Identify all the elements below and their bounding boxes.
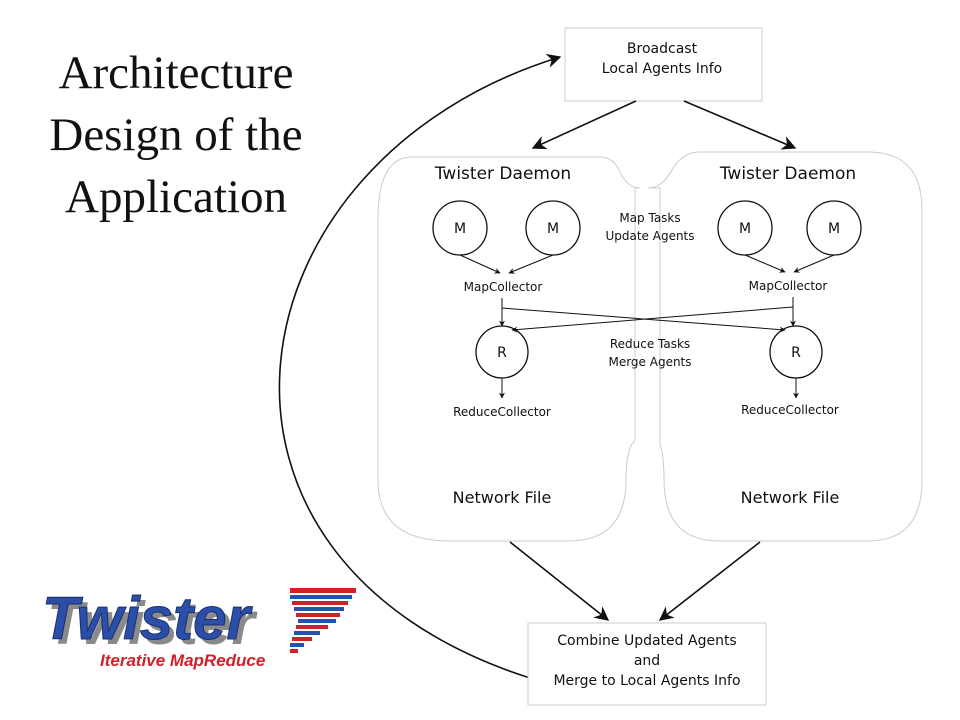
tornado-icon bbox=[290, 588, 356, 653]
broadcast-to-right-arrow bbox=[683, 100, 797, 150]
local-agents-info-label: Local Agents Info bbox=[602, 61, 722, 77]
map-to-collector-arrow bbox=[744, 254, 786, 273]
slide-title: Architecture Design of the Application bbox=[20, 42, 332, 228]
right-network-to-combine-arrow bbox=[658, 541, 761, 621]
slide-title-line-1: Architecture bbox=[58, 47, 294, 99]
broadcast-to-left-arrow bbox=[531, 100, 637, 150]
map-to-collector-arrow bbox=[459, 254, 501, 274]
twister-logo: Twister Twister Iterative MapReduce bbox=[42, 585, 356, 670]
left-network-to-combine-arrow bbox=[509, 541, 610, 621]
logo-wordmark: Twister bbox=[42, 585, 253, 652]
map-task-label: M bbox=[739, 221, 751, 237]
combine-box: Combine Updated Agents and Merge to Loca… bbox=[527, 622, 767, 706]
broadcast-label: Broadcast bbox=[627, 41, 698, 57]
reduce-collector-left: ReduceCollector bbox=[453, 405, 551, 419]
reduce-collector-right: ReduceCollector bbox=[741, 403, 839, 417]
broadcast-box: Broadcast Local Agents Info bbox=[564, 27, 763, 102]
network-file-right: Network File bbox=[741, 488, 840, 507]
map-phase-label-line-2: Update Agents bbox=[605, 229, 694, 243]
slide-title-line-3: Application bbox=[65, 171, 287, 223]
map-collector-left: MapCollector bbox=[464, 280, 543, 294]
daemon-title-right: Twister Daemon bbox=[719, 164, 856, 184]
map-phase-label-line-1: Map Tasks bbox=[619, 211, 680, 225]
map-task-label: M bbox=[828, 221, 840, 237]
reduce-phase-label-line-2: Merge Agents bbox=[608, 355, 691, 369]
combine-line-2: and bbox=[634, 653, 660, 669]
logo-tagline: Iterative MapReduce bbox=[100, 651, 265, 670]
logo-wordmark-shadow: Twister bbox=[47, 590, 258, 657]
map-collector-right: MapCollector bbox=[749, 279, 828, 293]
combine-line-3: Merge to Local Agents Info bbox=[553, 673, 740, 689]
combine-line-1: Combine Updated Agents bbox=[557, 633, 736, 649]
reduce-task-label: R bbox=[791, 345, 801, 361]
map-task-label: M bbox=[454, 221, 466, 237]
reduce-phase-label-line-1: Reduce Tasks bbox=[610, 337, 690, 351]
map-to-collector-arrow bbox=[508, 254, 554, 274]
iteration-feedback-arrow bbox=[278, 53, 562, 679]
shuffle-right-to-left-arrow bbox=[511, 306, 794, 333]
daemon-title-left: Twister Daemon bbox=[434, 164, 571, 184]
slide-title-line-2: Design of the bbox=[49, 109, 303, 161]
map-task-label: M bbox=[547, 221, 559, 237]
map-to-collector-arrow bbox=[793, 254, 835, 273]
network-file-left: Network File bbox=[453, 488, 552, 507]
reduce-task-label: R bbox=[497, 345, 507, 361]
